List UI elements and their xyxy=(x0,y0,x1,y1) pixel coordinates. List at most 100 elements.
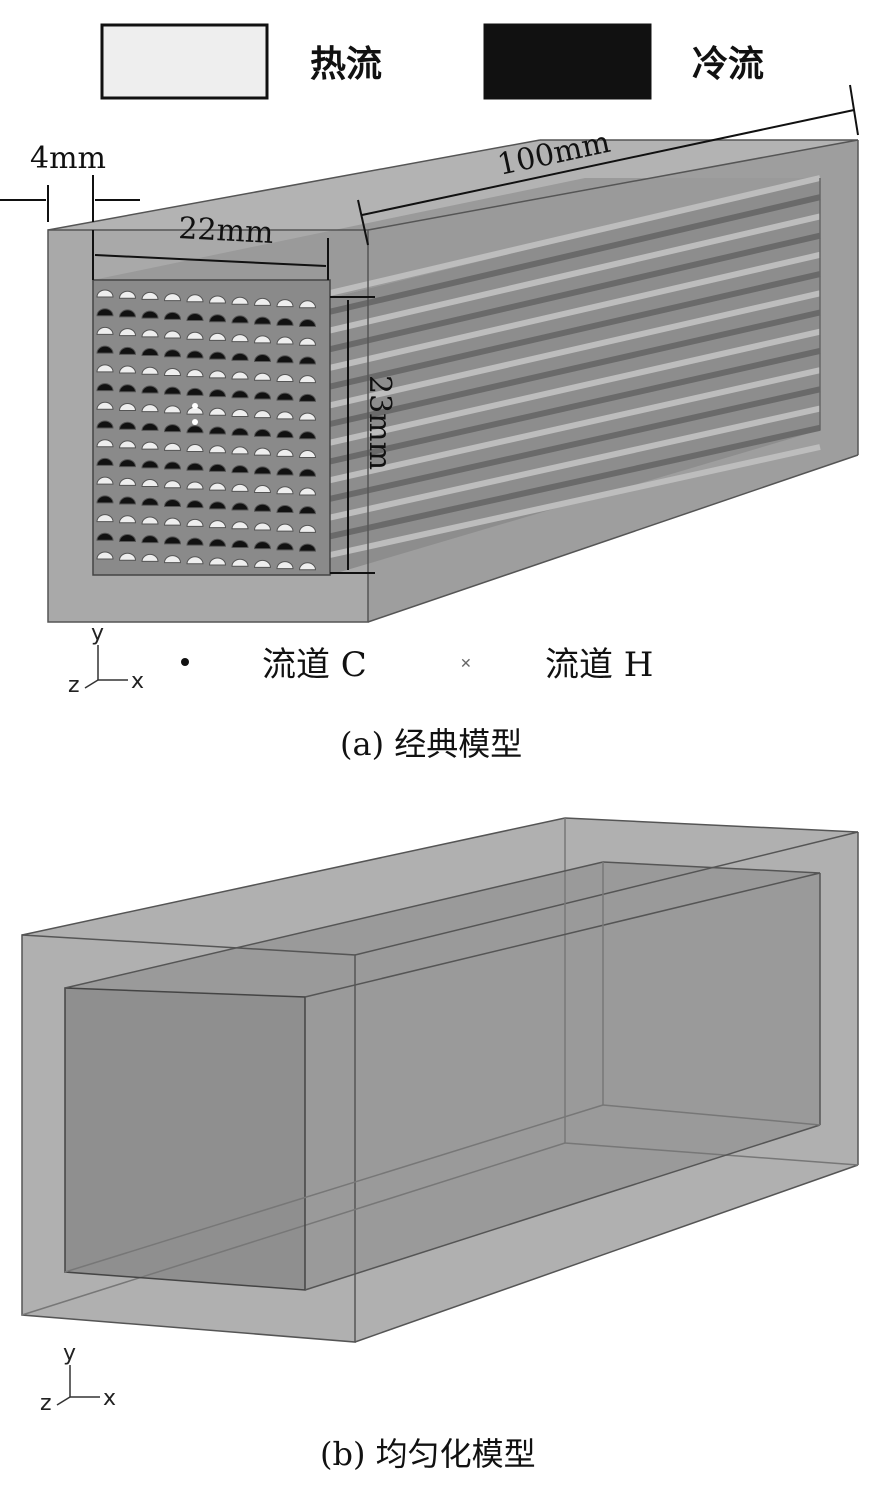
hot-channel xyxy=(231,483,249,492)
classic-model: 4mm 100mm 22mm 23mm y z x 流道 C ✕ 流道 H (a… xyxy=(0,84,859,763)
cold-channel xyxy=(208,426,227,435)
cold-channel xyxy=(118,384,137,393)
hot-channel xyxy=(298,300,317,309)
cold-channel-stripe xyxy=(329,194,821,315)
channel-stripes xyxy=(329,175,821,558)
channel-c-marker xyxy=(181,658,189,666)
hot-channel xyxy=(96,439,114,448)
channel-c-label: 流道 C xyxy=(262,645,367,685)
cold-channel xyxy=(96,532,114,541)
cold-channel xyxy=(253,316,272,325)
hot-channel xyxy=(298,450,317,459)
hot-channel xyxy=(163,368,182,376)
cold-channel xyxy=(231,540,249,548)
axis-y-label: y xyxy=(63,1341,76,1366)
hot-channel xyxy=(96,401,114,410)
cold-channel xyxy=(186,350,204,359)
hot-channel xyxy=(141,441,159,450)
cold-channel xyxy=(276,392,294,401)
hot-channel xyxy=(163,555,182,564)
hot-channel xyxy=(208,557,227,566)
hot-channel xyxy=(118,328,137,337)
hot-channel xyxy=(208,520,227,529)
cold-channel xyxy=(186,313,204,322)
cold-channel-stripe xyxy=(329,309,821,427)
cold-channel xyxy=(253,428,272,437)
hot-channel xyxy=(276,486,294,495)
dim-wall: 4mm xyxy=(30,141,106,176)
hot-channel xyxy=(186,369,204,378)
homogenized-model: y z x (b) 均匀化模型 xyxy=(21,817,859,1473)
cold-channel xyxy=(298,319,317,328)
cold-channel xyxy=(118,421,137,430)
cold-channel xyxy=(253,466,272,475)
hot-channel xyxy=(208,445,227,454)
hot-channel xyxy=(276,374,294,382)
hot-channel xyxy=(231,409,249,417)
hot-channel xyxy=(231,558,249,567)
axis-triad-b xyxy=(56,1365,100,1406)
hot-channel xyxy=(118,290,137,299)
hot-channel xyxy=(231,334,249,343)
channel-grid xyxy=(96,289,317,571)
hot-channel xyxy=(298,337,317,346)
hot-channel xyxy=(163,330,182,339)
hot-channel xyxy=(253,447,272,456)
hot-channel xyxy=(141,553,159,562)
cold-channel xyxy=(276,542,294,551)
cold-channel xyxy=(141,497,159,506)
cold-channel xyxy=(186,387,204,396)
cold-channel-stripe xyxy=(329,271,821,390)
hot-channel xyxy=(141,366,159,375)
hot-channel xyxy=(253,485,272,494)
hot-channel xyxy=(118,365,137,374)
hot-channel xyxy=(96,476,114,485)
hot-channel-stripe xyxy=(329,367,821,484)
cold-channel xyxy=(141,385,159,394)
cold-channel xyxy=(231,352,249,361)
channel-h-label: 流道 H xyxy=(545,645,653,685)
hot-channel xyxy=(298,524,317,533)
cold-channel-stripe xyxy=(329,232,821,353)
hot-channel xyxy=(276,411,294,420)
hot-channel xyxy=(163,517,182,526)
channel-h-marker: ✕ xyxy=(460,656,472,672)
cold-channel xyxy=(141,422,159,431)
hot-channel xyxy=(253,522,272,531)
cold-channel xyxy=(208,351,227,360)
cold-channel xyxy=(118,309,137,318)
hot-channel xyxy=(163,480,182,489)
cold-channel xyxy=(186,500,204,509)
cold-channel xyxy=(141,535,159,544)
hot-channel xyxy=(231,521,249,530)
legend-cold-label: 冷流 xyxy=(692,43,764,85)
cold-channel xyxy=(231,315,249,324)
hot-channel xyxy=(231,371,249,380)
cold-channel xyxy=(253,391,272,400)
cold-channel xyxy=(96,495,114,504)
hot-channel xyxy=(118,403,137,411)
cold-channel xyxy=(276,430,294,439)
hot-channel xyxy=(141,516,159,525)
hot-channel xyxy=(298,562,317,571)
cold-channel xyxy=(208,464,227,472)
cold-channel xyxy=(208,314,227,323)
hot-channel xyxy=(163,442,182,451)
hot-channel xyxy=(96,289,114,298)
hot-channel xyxy=(276,561,294,570)
cold-channel xyxy=(208,538,227,547)
hot-channel xyxy=(186,556,204,565)
cold-channel xyxy=(118,496,137,505)
cold-channel xyxy=(163,536,182,545)
hot-channel xyxy=(276,523,294,532)
legend-cold-swatch xyxy=(483,23,652,100)
cold-channel xyxy=(231,502,249,511)
hot-channel xyxy=(208,482,227,491)
hot-channel xyxy=(118,552,137,561)
hot-channel xyxy=(96,327,114,335)
cold-channel-stripe xyxy=(329,424,821,540)
dim-width: 22mm xyxy=(178,211,275,251)
cold-channel xyxy=(163,386,182,395)
hot-channel xyxy=(253,559,272,568)
hot-channel xyxy=(253,410,272,419)
